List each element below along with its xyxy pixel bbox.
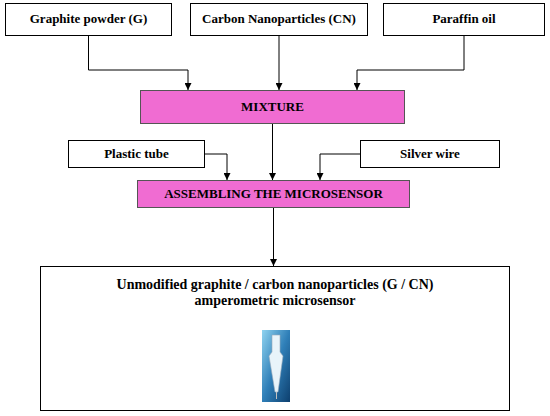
flow-arrow — [273, 208, 274, 266]
node-label: Plastic tube — [104, 147, 169, 162]
silver-wire-tip — [276, 392, 277, 399]
input-box: Paraffin oil — [383, 3, 545, 36]
node-label: Paraffin oil — [432, 12, 495, 27]
node-label: Silver wire — [400, 147, 460, 162]
process-box: MIXTURE — [140, 90, 405, 124]
flow-arrow — [205, 154, 227, 180]
flow-arrow — [279, 36, 280, 90]
pipette-tip — [269, 335, 283, 392]
node-label: Carbon Nanoparticles (CN) — [202, 12, 356, 27]
input-box: Carbon Nanoparticles (CN) — [190, 3, 368, 36]
process-box: ASSEMBLING THE MICROSENSOR — [137, 180, 410, 208]
input-box: Graphite powder (G) — [5, 3, 172, 36]
photo-frame — [262, 330, 290, 402]
node-label: Graphite powder (G) — [30, 12, 147, 27]
node-label: Unmodified graphite / carbon nanoparticl… — [79, 277, 471, 309]
input-box: Silver wire — [360, 140, 500, 168]
flow-arrow — [357, 36, 464, 90]
node-label: MIXTURE — [241, 100, 304, 115]
node-label: ASSEMBLING THE MICROSENSOR — [164, 187, 383, 202]
input-box: Plastic tube — [68, 140, 205, 168]
flow-arrow — [272, 124, 273, 180]
flow-arrow — [320, 154, 360, 180]
flow-arrow — [89, 36, 189, 90]
result-box: Unmodified graphite / carbon nanoparticl… — [40, 266, 510, 411]
